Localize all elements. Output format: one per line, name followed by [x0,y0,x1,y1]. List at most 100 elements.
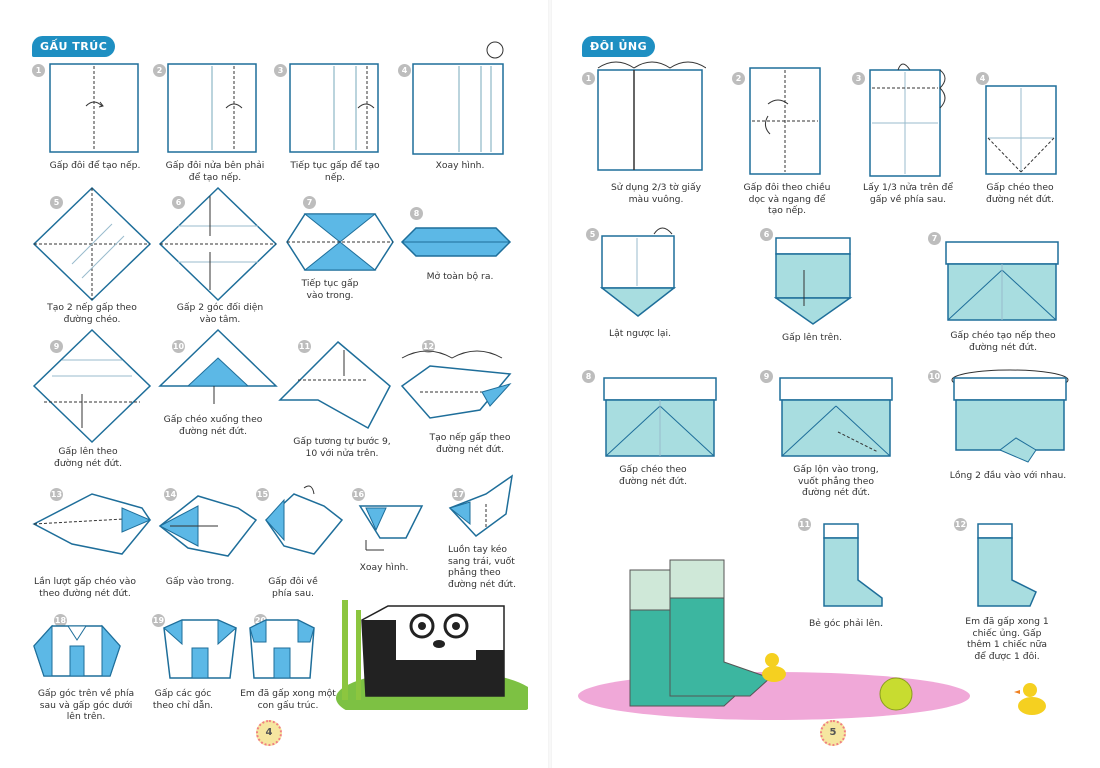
step-number: 14 [164,488,177,501]
step-diagram [597,61,706,171]
right-page: ĐÔI ỦNG 1 Sử dụng 2/3 tờ giấy màu vuông.… [550,0,1100,768]
step-diagram [358,505,424,551]
step-diagram [779,377,893,457]
page-number: 5 [820,720,846,746]
step-caption: Tạo nếp gấp theo đường nét đứt. [429,432,511,455]
step-number: 5 [50,196,63,209]
step-number: 6 [760,228,773,241]
step-diagram [167,63,257,153]
step-caption: Gấp 2 góc đối diện vào tâm. [176,302,264,325]
step-diagram [278,340,391,430]
step-number: 1 [582,72,595,85]
step-diagram [32,186,152,302]
step-number: 8 [582,370,595,383]
step-number: 6 [172,196,185,209]
duck-icon [1014,683,1046,715]
step-caption: Gấp đôi về phía sau. [268,576,318,599]
step-number: 2 [732,72,745,85]
step-caption: Gấp các góc theo chỉ dẫn. [152,688,214,711]
step-number: 9 [760,370,773,383]
step-number: 11 [298,340,311,353]
step-number: 19 [152,614,165,627]
step-diagram [412,41,504,155]
step-diagram [265,485,344,555]
step-caption: Gấp đôi nửa bên phải để tạo nếp. [165,160,265,183]
step-caption: Xoay hình. [435,160,485,171]
panda-title: GẤU TRÚC [32,36,116,57]
step-diagram [977,523,1037,607]
step-number: 1 [32,64,45,77]
step-diagram [603,377,717,457]
step-diagram [158,186,278,302]
step-caption: Gấp lên theo đường nét đứt. [53,446,123,469]
step-caption: Gấp chéo theo đường nét đứt. [618,464,688,487]
step-number: 12 [422,340,435,353]
step-caption: Em đã gấp xong một con gấu trúc. [240,688,336,711]
step-diagram [774,237,853,325]
step-number: 2 [153,64,166,77]
step-caption: Tiếp tục gấp vào trong. [301,278,359,301]
step-caption: Sử dụng 2/3 tờ giấy màu vuông. [610,182,702,205]
step-caption: Mở toàn bộ ra. [426,271,494,282]
step-diagram [869,63,946,177]
step-number: 17 [452,488,465,501]
step-caption: Bẻ góc phải lên. [808,618,883,629]
step-caption: Gấp chéo xuống theo đường nét đứt. [163,414,263,437]
step-caption: Lần lượt gấp chéo vào theo đường nét đứt… [34,576,136,599]
step-caption: Xoay hình. [359,562,409,573]
step-diagram [158,328,278,404]
step-caption: Gấp đôi theo chiều dọc và ngang để tạo n… [743,182,831,216]
step-number: 18 [54,614,67,627]
step-diagram [163,619,237,679]
step-diagram [600,227,677,317]
step-caption: Gấp lộn vào trong, vuốt phẳng theo đường… [793,464,879,498]
step-number: 11 [798,518,811,531]
boots-title: ĐÔI ỦNG [582,36,656,57]
step-diagram [32,493,152,555]
step-caption: Gấp vào trong. [165,576,235,587]
panda-illustration [336,600,528,710]
book-gutter [548,0,552,768]
step-diagram [289,63,379,153]
step-number: 13 [50,488,63,501]
boots-illustration [578,559,970,720]
step-number: 4 [398,64,411,77]
step-number: 7 [928,232,941,245]
left-page: GẤU TRÚC 1 Gấp đôi để tạo nếp. 2 Gấp đôi… [32,36,528,746]
step-caption: Luồn tay kéo sang trái, vuốt phẳng theo … [448,544,517,590]
step-number: 16 [352,488,365,501]
step-diagram [158,495,258,557]
step-number: 3 [852,72,865,85]
step-caption: Gấp góc trên về phía sau và gấp góc dưới… [37,688,135,722]
step-diagram [249,619,315,679]
step-caption: Gấp lên trên. [781,332,843,343]
step-caption: Gấp tương tự bước 9, 10 với nửa trên. [293,436,391,459]
step-number: 15 [256,488,269,501]
step-number: 7 [303,196,316,209]
step-diagram [32,328,152,444]
step-caption: Tạo 2 nếp gấp theo đường chéo. [47,302,137,325]
step-number: 4 [976,72,989,85]
step-diagram [400,227,512,257]
step-caption: Lật ngược lại. [609,328,671,339]
step-diagram [448,474,514,537]
page-number: 4 [256,720,282,746]
step-diagram [400,350,512,419]
step-number: 5 [586,228,599,241]
step-caption: Em đã gấp xong 1 chiếc ủng. Gấp thêm 1 c… [965,616,1049,662]
step-caption: Tiếp tục gấp để tạo nếp. [290,160,380,183]
step-diagram [823,523,883,607]
step-number: 3 [274,64,287,77]
step-number: 10 [928,370,941,383]
step-diagram [286,213,394,271]
step-caption: Gấp đôi để tạo nếp. [49,160,141,171]
step-number: 9 [50,340,63,353]
step-diagram [49,63,139,153]
step-diagram [749,67,821,175]
step-diagram [945,241,1059,321]
step-diagram [33,624,121,677]
step-number: 8 [410,207,423,220]
step-caption: Lồng 2 đầu vào với nhau. [949,470,1067,481]
step-diagram [985,85,1057,175]
step-caption: Gấp chéo tạo nếp theo đường nét đứt. [950,330,1056,353]
